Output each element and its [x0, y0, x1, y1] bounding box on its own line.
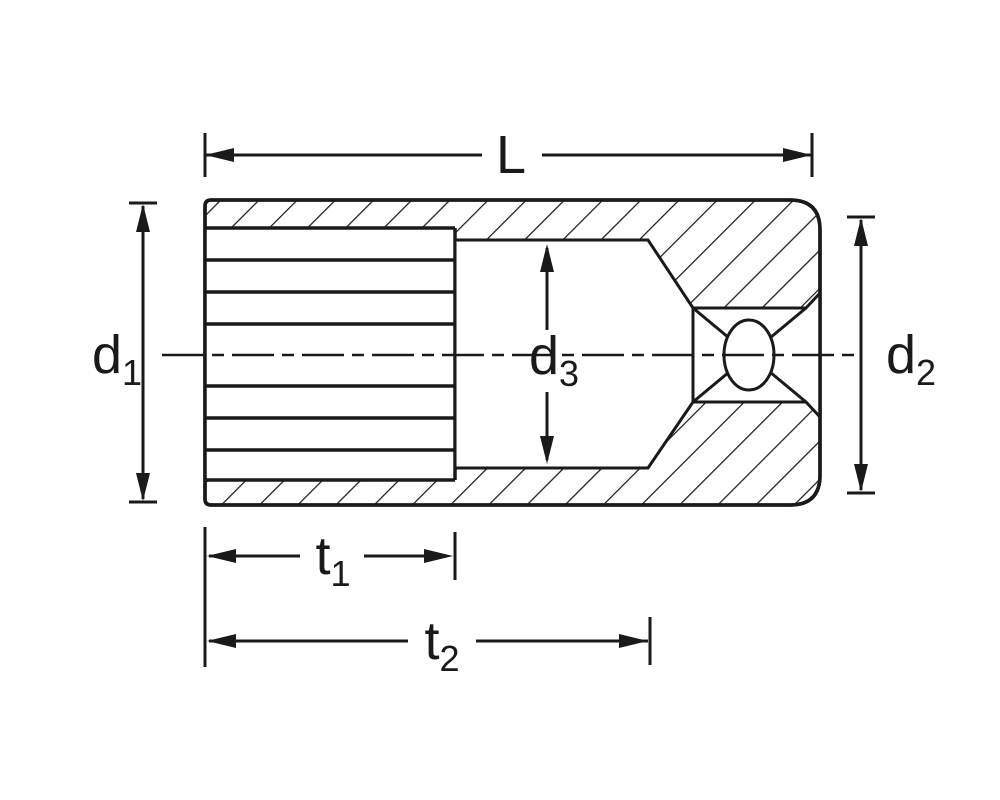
label-d1: d1 [92, 325, 142, 393]
dimension-t1: t1 [203, 526, 457, 667]
dimension-d1: d1 [92, 201, 157, 504]
label-L: L [496, 125, 526, 185]
body-outline-top [203, 198, 822, 507]
dimension-L: L [203, 125, 814, 185]
label-d2: d2 [886, 325, 936, 393]
socket-body-section [203, 198, 822, 507]
label-t1: t1 [315, 526, 350, 594]
label-d3: d3 [529, 326, 579, 394]
dimension-d3: d3 [529, 244, 579, 464]
label-t2: t2 [424, 611, 459, 679]
dimension-d2: d2 [847, 215, 936, 495]
dimension-t2: t2 [207, 611, 652, 679]
